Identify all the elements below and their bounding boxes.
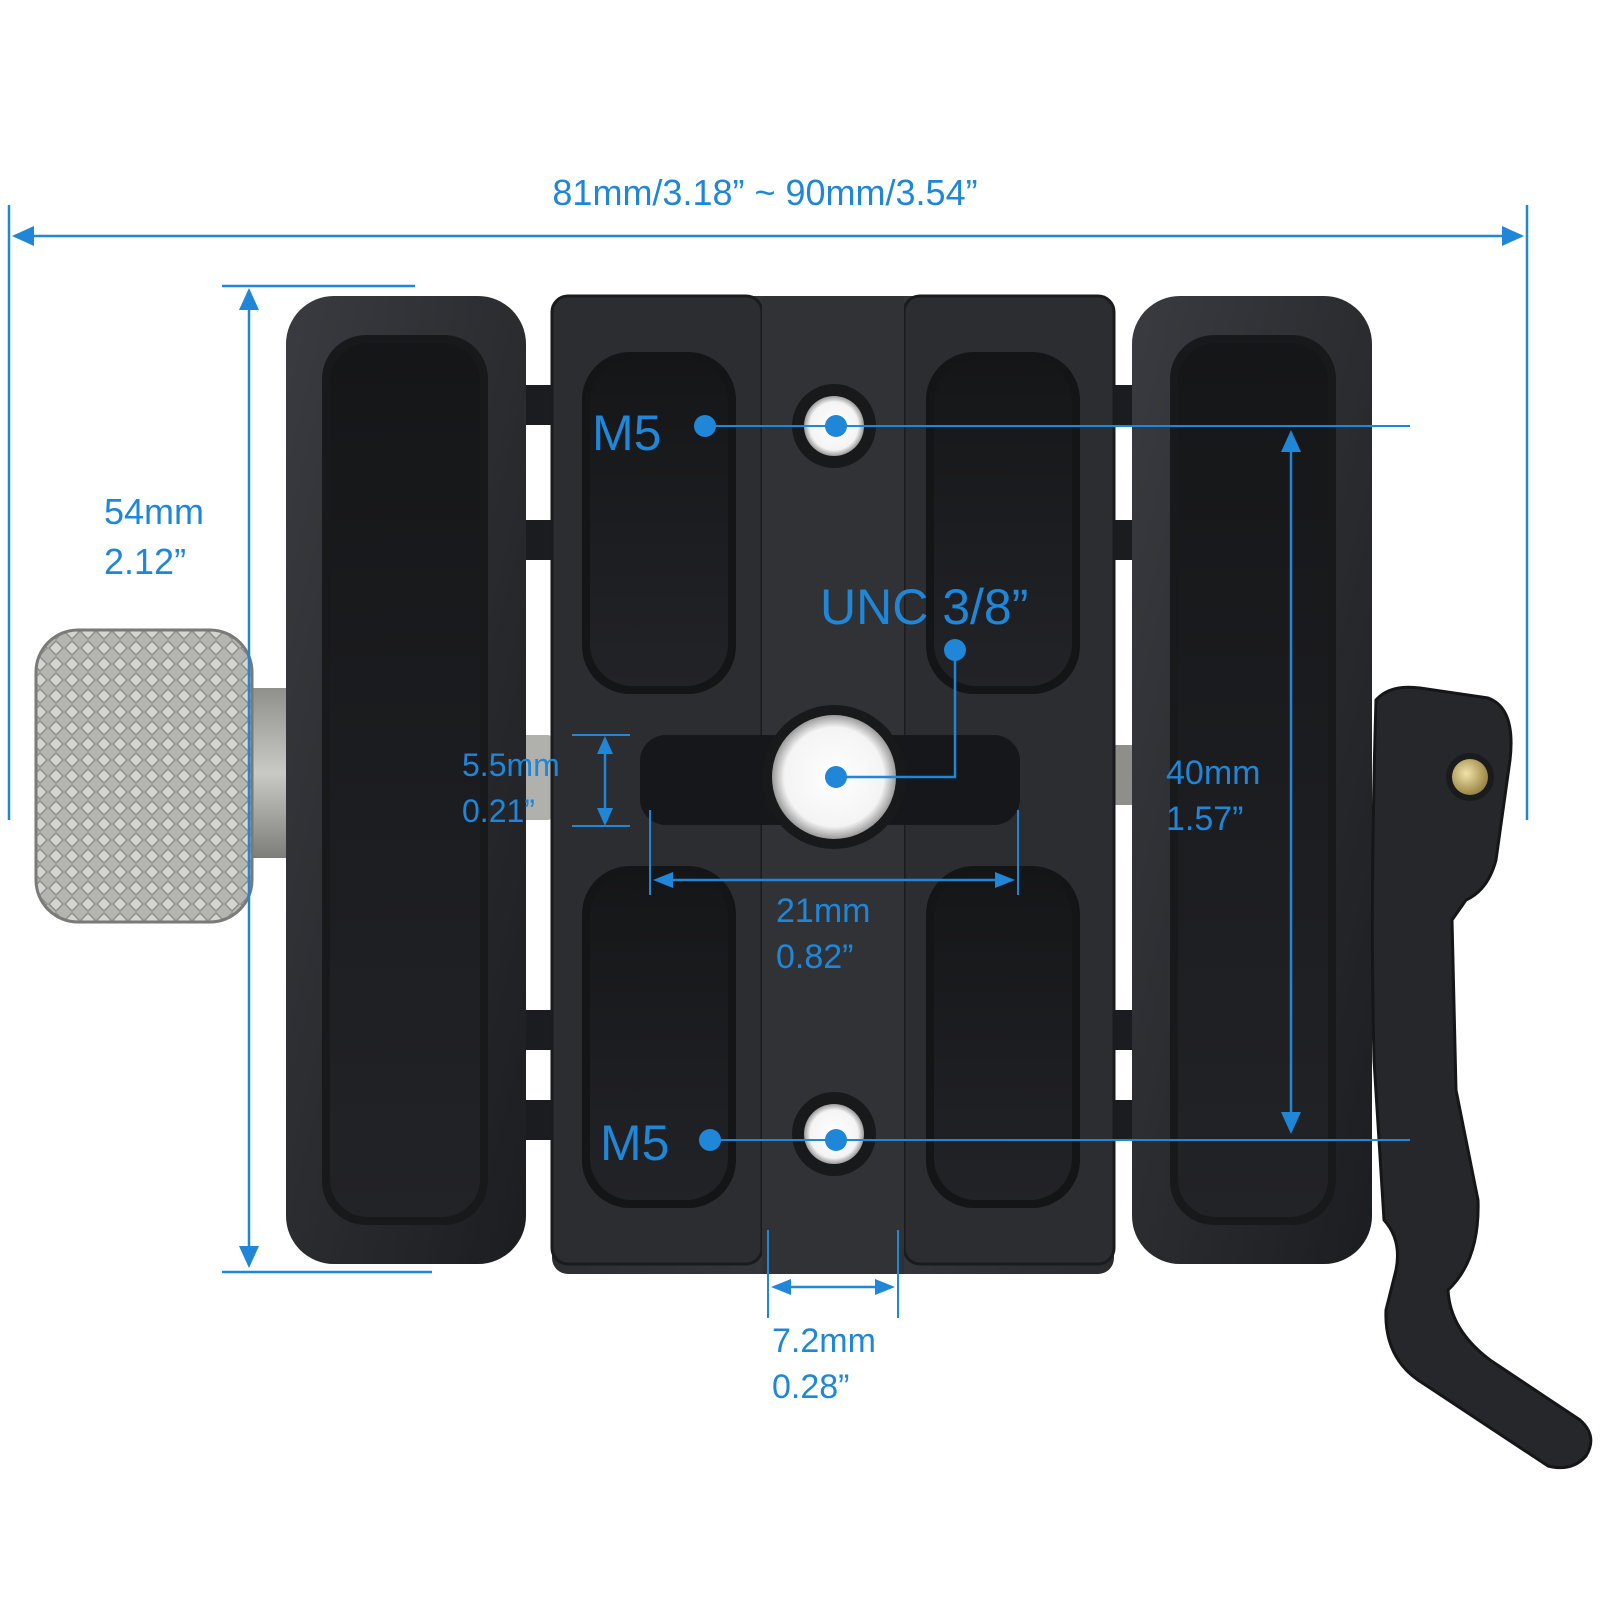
groove-width-in-label: 0.28”: [772, 1368, 850, 1406]
slot-height-in-label: 0.21”: [462, 793, 535, 829]
unc-leader: [834, 650, 957, 779]
arrow-up-icon: [239, 288, 259, 310]
center-hole-label: UNC 3/8”: [820, 579, 1028, 635]
dimension-labels: 81mm/3.18” ~ 90mm/3.54” 54mm 2.12” 40mm …: [104, 172, 1260, 1406]
arrow-down-icon: [597, 808, 613, 826]
locking-knob: [34, 628, 295, 924]
slot-width-mm-label: 21mm: [776, 892, 870, 930]
unc-dot: [944, 639, 966, 661]
m5-bottom-dot: [699, 1129, 721, 1151]
bottom-hole-label: M5: [600, 1115, 669, 1171]
quick-release-lever: [1370, 685, 1593, 1470]
arrow-right-icon: [875, 1279, 895, 1295]
arrow-down-icon: [1281, 1112, 1301, 1134]
m5-top-dot: [694, 415, 716, 437]
overall-width-label: 81mm/3.18” ~ 90mm/3.54”: [552, 172, 977, 213]
clamp-illustration: [34, 294, 1593, 1470]
m5-top-hole-dot: [825, 415, 847, 437]
arrow-left-icon: [653, 872, 673, 888]
arrow-right-icon: [995, 872, 1015, 888]
slot-height-mm-label: 5.5mm: [462, 747, 560, 783]
arrow-right-icon: [1502, 226, 1524, 246]
hole-spacing-in-label: 1.57”: [1166, 800, 1244, 838]
top-hole-label: M5: [592, 405, 661, 461]
dimension-lines: [7, 205, 1529, 1318]
m5-bottom-hole-dot: [825, 1129, 847, 1151]
arrow-left-icon: [12, 226, 34, 246]
arrow-down-icon: [239, 1246, 259, 1268]
unc-hole-dot: [825, 766, 847, 788]
arrow-left-icon: [771, 1279, 791, 1295]
arrow-up-icon: [1281, 430, 1301, 452]
hole-spacing-mm-label: 40mm: [1166, 754, 1260, 792]
height-mm-label: 54mm: [104, 491, 204, 532]
slot-width-in-label: 0.82”: [776, 938, 854, 976]
left-jaw: [286, 296, 526, 1264]
height-in-label: 2.12”: [104, 541, 186, 582]
groove-width-mm-label: 7.2mm: [772, 1322, 876, 1360]
arrow-up-icon: [597, 736, 613, 754]
